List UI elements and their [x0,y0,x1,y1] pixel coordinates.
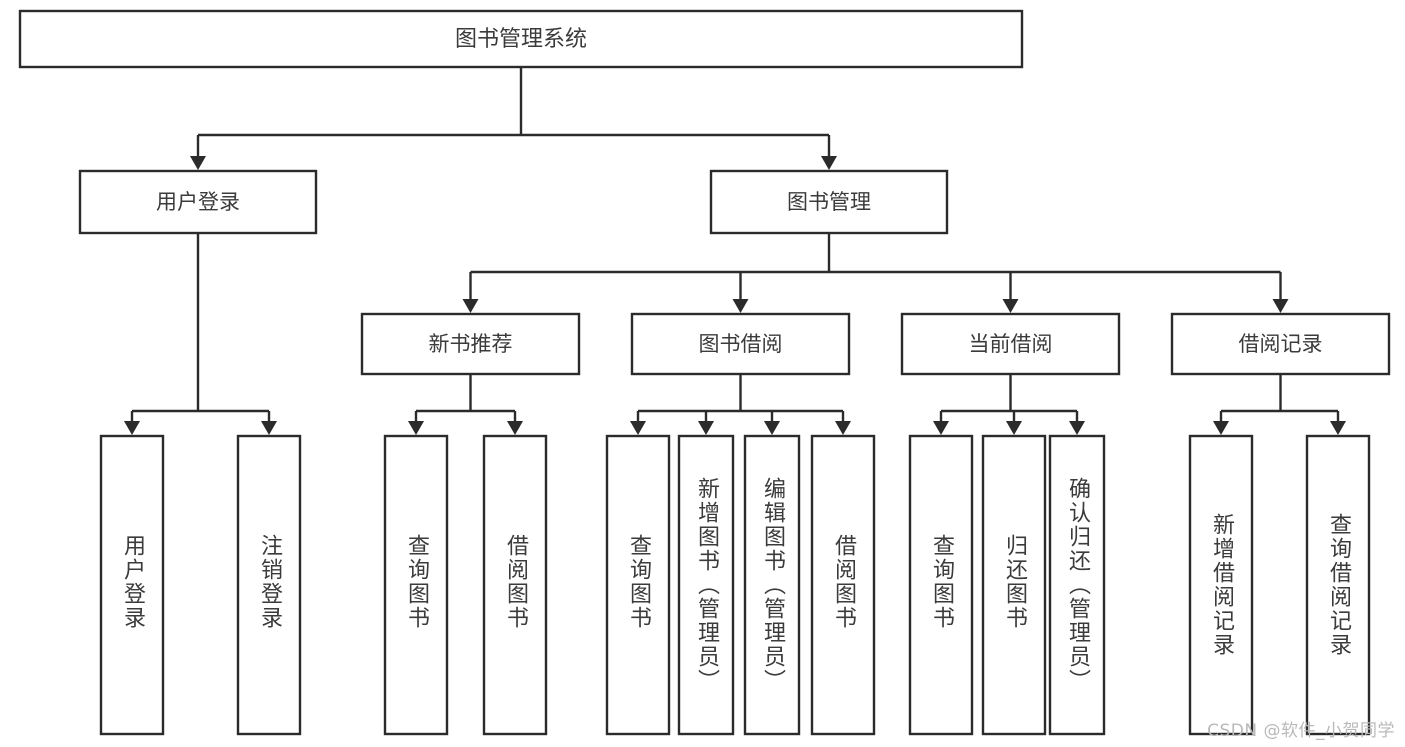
node-box-current[interactable] [900,312,1121,376]
node-box-login[interactable] [78,169,318,235]
boxes-layer [18,9,1391,736]
node-box-records[interactable] [1170,312,1391,376]
connector-group-records [1213,374,1346,435]
node-box-leaf-edit-book-admin[interactable] [743,434,801,736]
node-box-borrow[interactable] [630,312,851,376]
node-label-borrow: 图书借阅 [699,332,783,356]
node-label-root: 图书管理系统 [455,27,587,52]
node-box-leaf-confirm-return-admin[interactable] [1048,434,1106,736]
node-box-bookmgmt[interactable] [709,169,949,235]
connector-group-borrow [630,374,851,435]
connector-group-newbook [408,374,523,435]
node-box-leaf-add-book-admin[interactable] [677,434,735,736]
node-box-root[interactable] [18,9,1024,69]
node-box-leaf-query-book-3[interactable] [908,434,974,736]
connectors-layer [124,67,1346,435]
node-label-newbook: 新书推荐 [429,332,513,356]
node-box-leaf-query-book-1[interactable] [383,434,449,736]
connector-group-current [933,374,1085,435]
node-box-leaf-add-record[interactable] [1188,434,1254,736]
node-box-leaf-user-login[interactable] [99,434,165,736]
node-box-leaf-borrow-book-2[interactable] [810,434,876,736]
node-label-current: 当前借阅 [969,332,1053,356]
node-box-leaf-query-record[interactable] [1305,434,1371,736]
node-label-login: 用户登录 [156,190,240,214]
connector-group-login [124,233,277,435]
node-box-newbook[interactable] [360,312,581,376]
connector-group-root [190,67,837,170]
csdn-watermark: CSDN @软件_小贺同学 [1207,721,1395,741]
node-box-leaf-user-logout[interactable] [236,434,302,736]
node-box-leaf-borrow-book-1[interactable] [482,434,548,736]
node-box-leaf-return-book[interactable] [981,434,1047,736]
node-label-bookmgmt: 图书管理 [787,190,871,214]
node-box-leaf-query-book-2[interactable] [605,434,671,736]
connector-group-bookmgmt [462,233,1289,313]
node-label-records: 借阅记录 [1239,332,1323,356]
